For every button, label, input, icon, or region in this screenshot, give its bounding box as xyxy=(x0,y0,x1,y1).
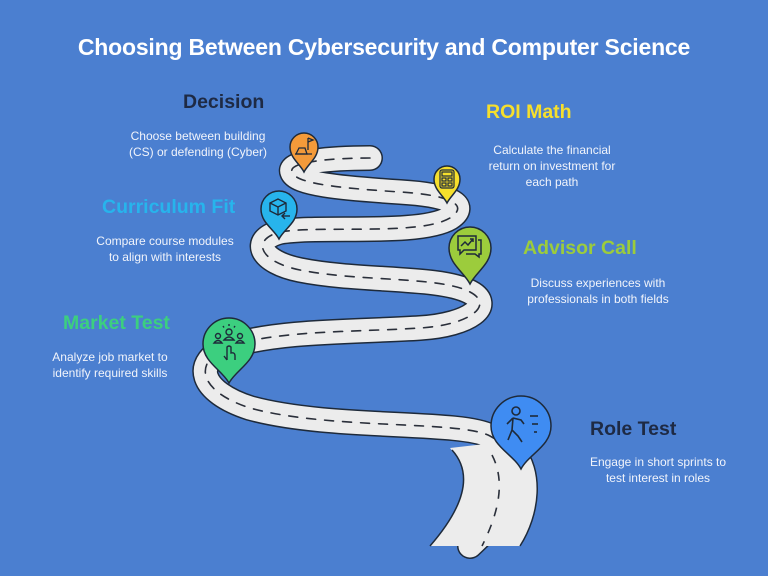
people-pointer-icon xyxy=(212,324,246,361)
curriculum-fit-pin xyxy=(260,190,298,241)
chat-trend-icon xyxy=(457,235,482,259)
step-title-role-test: Role Test xyxy=(590,418,677,440)
step-title-curriculum-fit: Curriculum Fit xyxy=(102,196,236,218)
step-desc-role-test: Engage in short sprints to test interest… xyxy=(589,455,727,485)
step-title-advisor-call: Advisor Call xyxy=(523,237,637,259)
calculator-icon xyxy=(439,169,455,189)
flag-construction-icon xyxy=(294,137,315,155)
market-test-pin xyxy=(202,317,256,385)
running-person-icon xyxy=(506,406,538,443)
decision-pin xyxy=(289,132,319,174)
step-title-decision: Decision xyxy=(183,91,265,113)
step-desc-market-test: Analyze job market to identify required … xyxy=(52,350,168,380)
step-desc-roi-math: Calculate the financial return on invest… xyxy=(488,143,616,189)
roi-math-pin xyxy=(433,165,461,205)
step-desc-advisor-call: Discuss experiences with professionals i… xyxy=(527,276,669,306)
step-title-roi-math: ROI Math xyxy=(486,101,572,123)
box-arrow-icon xyxy=(269,198,290,220)
step-title-market-test: Market Test xyxy=(63,312,170,334)
advisor-call-pin xyxy=(448,226,492,286)
page-title: Choosing Between Cybersecurity and Compu… xyxy=(77,34,691,60)
step-desc-decision: Choose between building (CS) or defendin… xyxy=(128,129,268,159)
step-desc-curriculum-fit: Compare course modules to align with int… xyxy=(96,234,234,264)
role-test-pin xyxy=(490,395,552,471)
